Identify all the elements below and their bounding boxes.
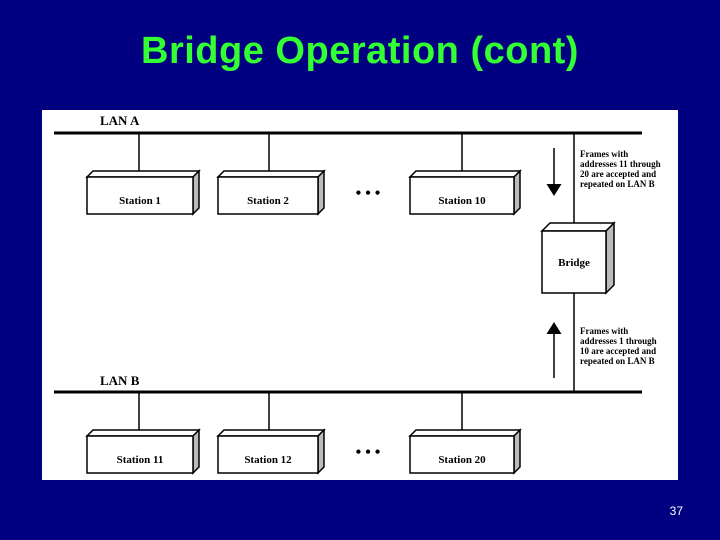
note-top-line-4: repeated on LAN B (580, 179, 655, 189)
note-top-line-3: 20 are accepted and (580, 169, 656, 179)
note-bottom: Frames with addresses 1 through 10 are a… (580, 326, 659, 366)
station-box-11: Station 11 (85, 428, 201, 475)
note-top: Frames with addresses 11 through 20 are … (580, 149, 663, 189)
station-label-10: Station 10 (438, 195, 486, 207)
station-label-1: Station 1 (119, 195, 161, 207)
station-box-20: Station 20 (408, 428, 522, 475)
bridge-diagram: LAN A Station 1 Station 2 • • • Station … (54, 113, 663, 475)
station-label-11: Station 11 (117, 454, 164, 466)
station-label-20: Station 20 (438, 454, 486, 466)
page-number: 37 (669, 504, 683, 518)
station-label-2: Station 2 (247, 195, 289, 207)
station-box-10: Station 10 (408, 169, 522, 216)
ellipsis-lan-b: • • • (356, 444, 381, 461)
bridge-label: Bridge (558, 257, 590, 269)
diagram-panel: LAN A Station 1 Station 2 • • • Station … (42, 110, 678, 480)
station-box-12: Station 12 (216, 428, 326, 475)
lan-a-label: LAN A (100, 113, 140, 128)
ellipsis-lan-a: • • • (356, 185, 381, 202)
note-bottom-line-4: repeated on LAN B (580, 356, 655, 366)
station-label-12: Station 12 (244, 454, 292, 466)
note-top-line-1: Frames with (580, 149, 628, 159)
bridge-box: Bridge (540, 221, 616, 295)
note-bottom-line-2: addresses 1 through (580, 336, 657, 346)
note-bottom-line-3: 10 are accepted and (580, 346, 656, 356)
note-bottom-line-1: Frames with (580, 326, 628, 336)
slide-title: Bridge Operation (cont) (141, 30, 579, 72)
station-box-1: Station 1 (85, 169, 201, 216)
lan-b-label: LAN B (100, 373, 140, 388)
note-top-line-2: addresses 11 through (580, 159, 661, 169)
station-box-2: Station 2 (216, 169, 326, 216)
